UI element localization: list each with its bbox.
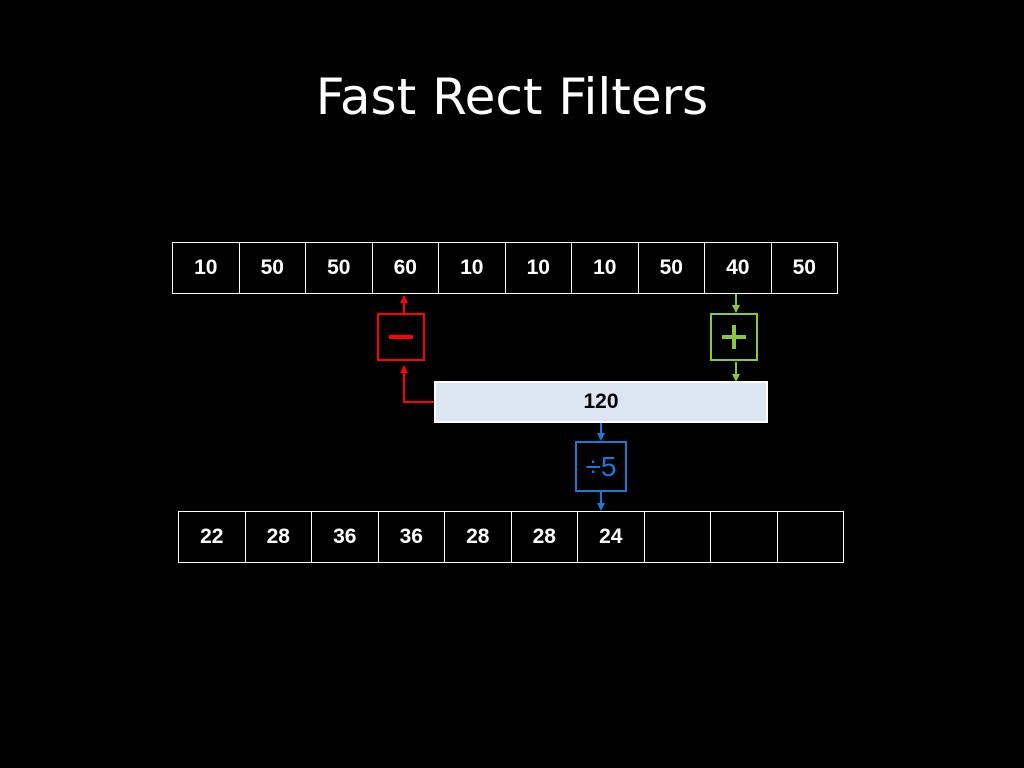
output-cell: 24 bbox=[578, 511, 645, 563]
input-cell: 50 bbox=[239, 242, 306, 294]
output-cell: 28 bbox=[245, 511, 312, 563]
divide-box: ÷5 bbox=[575, 441, 627, 492]
input-cell: 10 bbox=[572, 242, 639, 294]
output-cell bbox=[644, 511, 711, 563]
minus-icon bbox=[389, 335, 413, 339]
plus-icon bbox=[722, 325, 746, 349]
input-cell: 60 bbox=[372, 242, 439, 294]
output-cell: 36 bbox=[378, 511, 445, 563]
running-sum-bar: 120 bbox=[434, 381, 768, 423]
input-cell: 50 bbox=[638, 242, 705, 294]
output-cell: 36 bbox=[312, 511, 379, 563]
input-cell: 10 bbox=[505, 242, 572, 294]
input-row: 10 50 50 60 10 10 10 50 40 50 bbox=[172, 242, 838, 294]
input-cell: 40 bbox=[705, 242, 772, 294]
divide-label: ÷5 bbox=[585, 450, 617, 482]
input-cell: 50 bbox=[306, 242, 373, 294]
output-cell bbox=[711, 511, 778, 563]
slide-title: Fast Rect Filters bbox=[315, 68, 709, 126]
output-cell: 28 bbox=[511, 511, 578, 563]
sum-to-subtract-arrow bbox=[400, 365, 434, 403]
running-sum-value: 120 bbox=[583, 390, 619, 413]
input-cell: 10 bbox=[439, 242, 506, 294]
input-cell: 50 bbox=[771, 242, 838, 294]
add-box bbox=[710, 313, 758, 361]
output-row: 22 28 36 36 28 28 24 bbox=[178, 511, 844, 563]
input-cell: 10 bbox=[173, 242, 240, 294]
subtract-box bbox=[377, 313, 425, 361]
output-cell: 22 bbox=[179, 511, 246, 563]
output-cell bbox=[777, 511, 844, 563]
output-cell: 28 bbox=[445, 511, 512, 563]
